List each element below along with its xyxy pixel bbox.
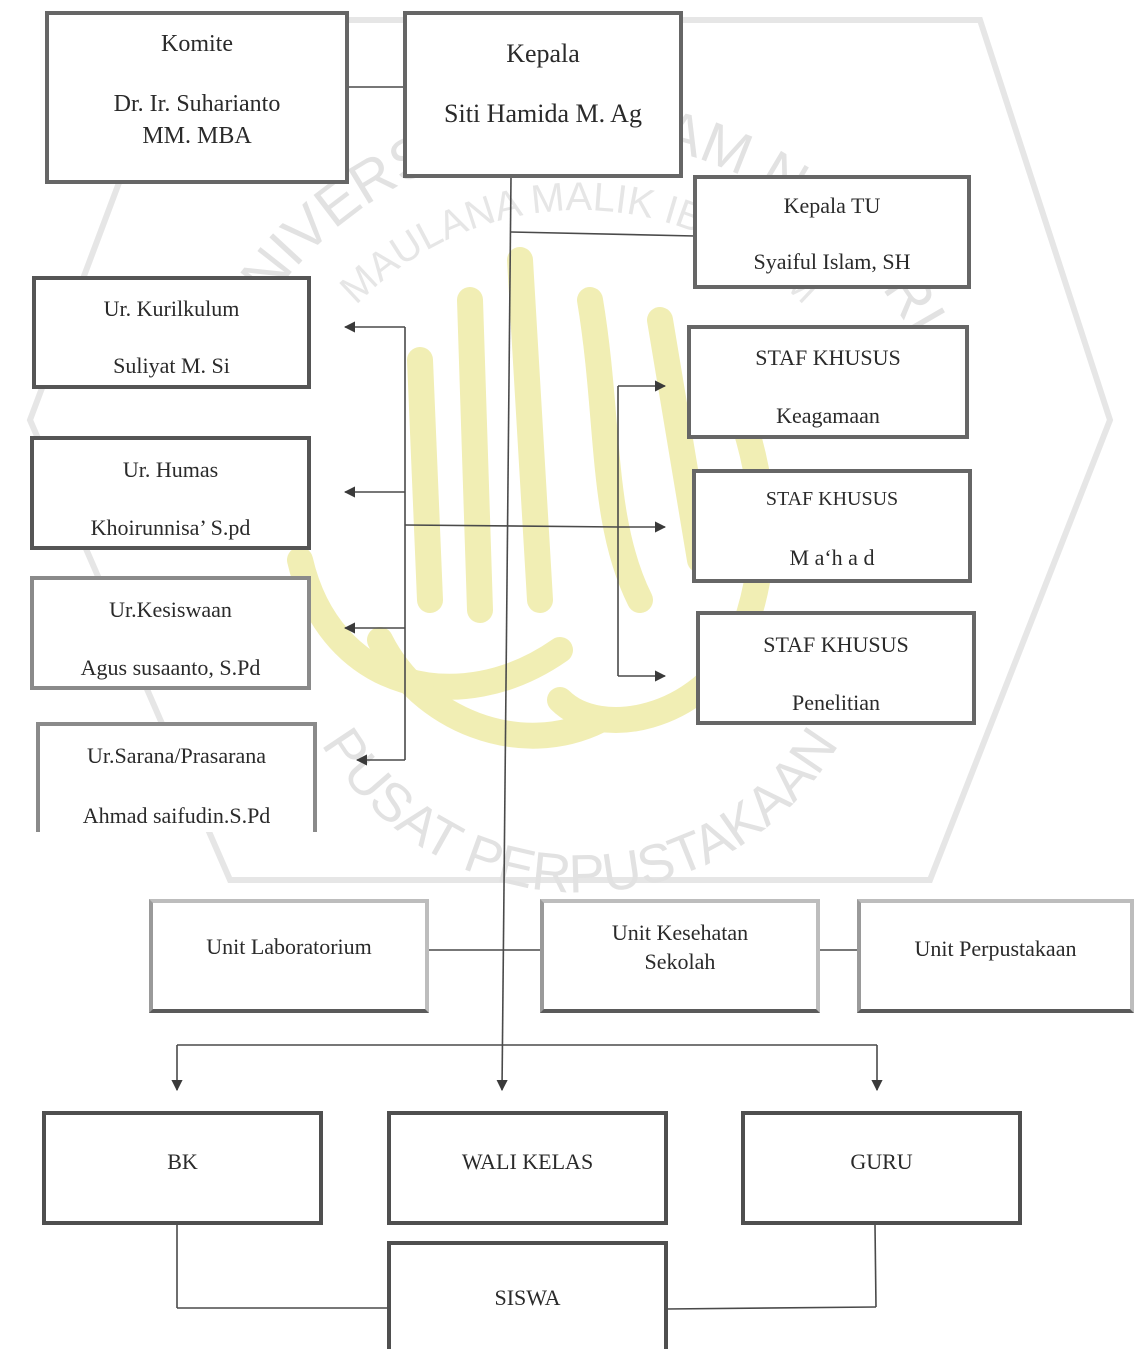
bk-box: BK <box>42 1111 323 1225</box>
ur-kurikulum-title: Ur. Kurilkulum <box>103 296 240 321</box>
ur-sarana-box: Ur.Sarana/Prasarana Ahmad saifudin.S.Pd <box>36 722 317 832</box>
staf-penelitian-title: STAF KHUSUS <box>763 632 909 657</box>
ur-humas-box: Ur. Humas Khoirunnisa’ S.pd <box>30 436 311 550</box>
unit-kesehatan-box: Unit Kesehatan Sekolah <box>540 899 820 1013</box>
kepala-tu-box: Kepala TU Syaiful Islam, SH <box>693 175 971 289</box>
staf-keagamaan-name: Keagamaan <box>776 403 880 428</box>
kepala-title: Kepala <box>506 39 580 68</box>
kepala-tu-title: Kepala TU <box>783 193 881 218</box>
wali-kelas-label: WALI KELAS <box>461 1149 594 1174</box>
wali-kelas-box: WALI KELAS <box>387 1111 668 1225</box>
siswa-label: SISWA <box>494 1285 561 1310</box>
ur-kesiswaan-name: Agus susaanto, S.Pd <box>80 655 261 680</box>
staf-keagamaan-title: STAF KHUSUS <box>755 345 901 370</box>
staf-penelitian-box: STAF KHUSUS Penelitian <box>696 611 976 725</box>
siswa-box: SISWA <box>387 1241 668 1349</box>
ur-kurikulum-name: Suliyat M. Si <box>113 353 230 378</box>
komite-name-line2: MM. MBA <box>142 123 252 149</box>
komite-box: Komite Dr. Ir. Suharianto MM. MBA <box>45 11 349 184</box>
kepala-name: Siti Hamida M. Ag <box>444 99 642 128</box>
kepala-tu-name: Syaiful Islam, SH <box>753 249 911 274</box>
ur-sarana-name: Ahmad saifudin.S.Pd <box>82 803 271 828</box>
ur-sarana-title: Ur.Sarana/Prasarana <box>87 743 266 768</box>
unit-kesehatan-label-line1: Unit Kesehatan <box>611 920 749 945</box>
staf-mahad-title: STAF KHUSUS <box>765 488 899 510</box>
unit-laboratorium-label: Unit Laboratorium <box>206 934 372 959</box>
unit-perpustakaan-box: Unit Perpustakaan <box>857 899 1134 1013</box>
ur-humas-title: Ur. Humas <box>122 457 219 482</box>
ur-kesiswaan-box: Ur.Kesiswaan Agus susaanto, S.Pd <box>30 576 311 690</box>
ur-kurikulum-box: Ur. Kurilkulum Suliyat M. Si <box>32 276 311 389</box>
guru-label: GURU <box>850 1149 913 1174</box>
kepala-box: Kepala Siti Hamida M. Ag <box>403 11 683 178</box>
unit-kesehatan-label-line2: Sekolah <box>644 949 716 974</box>
staf-mahad-name: M a‘h a d <box>789 545 875 570</box>
guru-box: GURU <box>741 1111 1022 1225</box>
ur-kesiswaan-title: Ur.Kesiswaan <box>109 597 232 622</box>
ur-humas-name: Khoirunnisa’ S.pd <box>90 515 251 540</box>
komite-name-line1: Dr. Ir. Suharianto <box>113 91 281 117</box>
komite-title: Komite <box>161 31 233 57</box>
bk-label: BK <box>167 1149 198 1174</box>
unit-perpustakaan-label: Unit Perpustakaan <box>914 936 1077 961</box>
unit-laboratorium-box: Unit Laboratorium <box>149 899 429 1013</box>
watermark-bottom-text: PUSAT PERPUSTAKAAN <box>311 717 850 904</box>
staf-mahad-box: STAF KHUSUS M a‘h a d <box>692 469 972 583</box>
staf-penelitian-name: Penelitian <box>792 690 880 715</box>
staf-keagamaan-box: STAF KHUSUS Keagamaan <box>687 325 969 439</box>
